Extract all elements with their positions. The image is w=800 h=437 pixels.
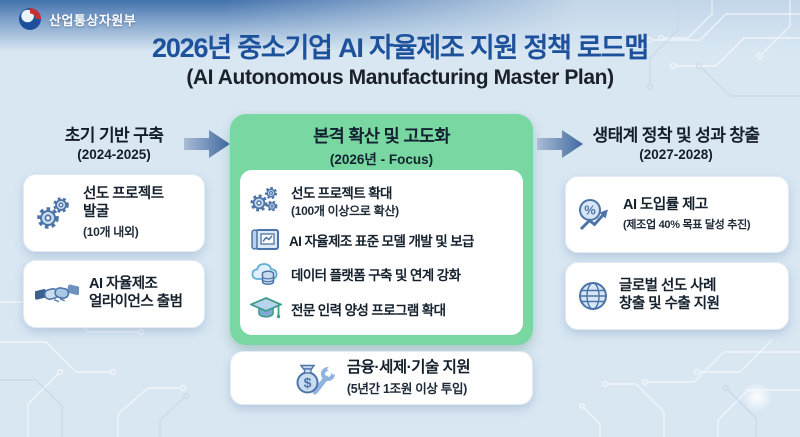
card-title-line1: AI 자율제조	[89, 276, 158, 293]
phase2-title: 본격 확산 및 고도화	[313, 126, 450, 146]
gears-icon	[37, 197, 69, 229]
phase3-card-ai-adoption: % AI 도입률 제고 (제조업 40% 목표 달성 추진)	[565, 176, 789, 253]
percent-glyph: %	[584, 202, 596, 217]
phase3-card-global-export: 글로벌 선도 사례 창출 및 수출 지원	[565, 262, 789, 330]
flow-arrow-icon	[537, 130, 583, 158]
phase2-item-data-platform: 데이터 플랫폼 구축 및 연계 강화	[250, 260, 513, 288]
item-title: 전문 인력 양성 프로그램 확대	[291, 303, 446, 319]
agency-logo-row: 산업통상자원부	[18, 7, 136, 31]
support-title: 금융·세제·기술 지원	[346, 358, 471, 376]
card-text: 선도 프로젝트 발굴 (10개 내외)	[83, 186, 164, 239]
item-title: AI 자율제조 표준 모델 개발 및 보급	[289, 233, 474, 249]
phase1-period: (2024-2025)	[77, 147, 151, 162]
page-title: 2026년 중소기업 AI 자율제조 지원 정책 로드맵	[152, 33, 649, 63]
gov-emblem-icon	[19, 8, 41, 30]
card-title-line2: 창출 및 수출 지원	[619, 296, 720, 312]
phase2-items-box: 선도 프로젝트 확대 (100개 이상으로 확산) AI 자율제조 표준 모델 …	[240, 170, 523, 335]
graduation-cap-icon	[250, 296, 282, 318]
phase2-item-standard-model: AI 자율제조 표준 모델 개발 및 보급	[250, 227, 513, 253]
card-title-line1: 글로벌 선도 사례	[619, 278, 716, 295]
phase3-period: (2027-2028)	[639, 147, 713, 162]
item-title: 선도 프로젝트 확대	[291, 186, 392, 202]
cloud-database-icon	[251, 263, 278, 286]
support-note: (5년간 1조원 이상 투입)	[346, 382, 468, 397]
card-text: 금융·세제·기술 지원 (5년간 1조원 이상 투입)	[346, 358, 471, 398]
phase1-header: 초기 기반 구축 (2024-2025)	[23, 121, 205, 162]
phase1-card-pilot-projects: 선도 프로젝트 발굴 (10개 내외)	[23, 174, 205, 252]
item-text: 선도 프로젝트 확대 (100개 이상으로 확산)	[291, 182, 399, 219]
dollar-glyph: $	[303, 375, 311, 391]
phase1-card-alliance: AI 자율제조 얼라이언스 출범	[23, 260, 205, 328]
phase2-panel: 본격 확산 및 고도화 (2026년 - Focus)	[230, 114, 533, 345]
support-card: $ 금융·세제·기술 지원 (5년간 1조원 이상 투입)	[230, 351, 533, 405]
page-subtitle: (AI Autonomous Manufacturing Master Plan…	[186, 66, 614, 89]
card-note: (10개 내외)	[83, 224, 139, 239]
card-title-line2: 발굴	[83, 204, 109, 220]
phase3-header: 생태계 정착 및 성과 창출 (2027-2028)	[561, 121, 791, 162]
item-title: 데이터 플랫폼 구축 및 연계 강화	[291, 268, 461, 284]
gears-expand-icon	[250, 186, 278, 212]
card-text: 글로벌 선도 사례 창출 및 수출 지원	[619, 278, 720, 313]
moneybag-wrench-icon: $	[296, 364, 335, 395]
blueprint-icon	[251, 228, 279, 250]
percent-growth-icon: %	[579, 198, 608, 230]
handshake-icon	[35, 284, 79, 303]
phase1-title: 초기 기반 구축	[64, 126, 164, 145]
phase2-item-talent-program: 전문 인력 양성 프로그램 확대	[250, 296, 513, 323]
card-title-line2: 얼라이언스 출범	[89, 294, 183, 310]
card-title-line1: AI 도입률 제고	[623, 197, 708, 214]
card-text: AI 도입률 제고 (제조업 40% 목표 달성 추진)	[623, 197, 751, 232]
card-text: AI 자율제조 얼라이언스 출범	[89, 276, 183, 311]
sparkle-highlight	[742, 382, 772, 412]
card-note: (제조업 40% 목표 달성 추진)	[623, 218, 751, 231]
item-note: (100개 이상으로 확산)	[291, 204, 399, 219]
flow-arrow-icon	[184, 130, 230, 158]
agency-name: 산업통상자원부	[49, 12, 137, 28]
phase2-period: (2026년 - Focus)	[329, 152, 434, 167]
card-title-line1: 선도 프로젝트	[83, 186, 164, 203]
globe-icon	[579, 282, 607, 310]
phase3-title: 생태계 정착 및 성과 창출	[592, 126, 761, 145]
phase2-item-pilot-expansion: 선도 프로젝트 확대 (100개 이상으로 확산)	[250, 182, 513, 219]
